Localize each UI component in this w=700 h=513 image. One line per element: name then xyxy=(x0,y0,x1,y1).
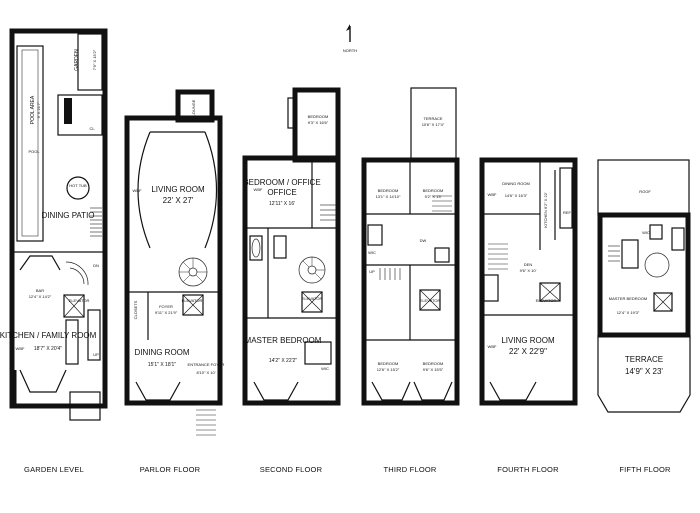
parlor-floor-plan: LOUNGE LIVING ROOM 22' X 27' FOYER 9'11"… xyxy=(124,89,225,436)
wic-label-third: WIC xyxy=(368,250,376,255)
svg-text:POOL AREA: POOL AREA xyxy=(30,95,36,124)
svg-text:GARDEN: GARDEN xyxy=(74,49,80,71)
garden-dim: 7'9" X 15'2" xyxy=(92,49,97,70)
caption-third: THIRD FLOOR xyxy=(383,465,436,474)
parlor-elevator-label: ELEVATOR xyxy=(182,298,203,303)
north-arrow-icon: NORTH xyxy=(343,24,357,53)
bedroom-dim: 9'3" X 16'6" xyxy=(308,120,329,125)
north-label: NORTH xyxy=(343,48,357,53)
lounge-label: LOUNGE xyxy=(191,99,196,116)
second-floor-plan: BEDROOM 9'3" X 16'6" BEDROOM / OFFICE OF… xyxy=(242,87,341,406)
caption-garden: GARDEN LEVEL xyxy=(24,465,84,474)
dining-room-4-dim: 14'6" X 16'3" xyxy=(505,193,528,198)
dining-patio-label: DINING PATIO xyxy=(41,211,94,220)
third-floor-plan: TERRACE 10'6" X 17'4" BEDROOM 13'1" X 14… xyxy=(361,87,460,406)
bedroom-d-dim: 9'6" X 15'5" xyxy=(423,367,444,372)
living-room-4-label: LIVING ROOM xyxy=(501,336,555,345)
pool-area-label: POOL AREA xyxy=(30,95,36,124)
bedroom-a-label: BEDROOM xyxy=(378,188,399,193)
terrace-dim: 10'6" X 17'4" xyxy=(422,122,445,127)
entrance-foyer-label: ENTRANCE FOYER xyxy=(188,362,225,367)
wic-label: WIC xyxy=(321,366,329,371)
den-label: DEN xyxy=(524,262,533,267)
fourth-elevator-label: ELEVATOR xyxy=(536,298,557,303)
caption-second: SECOND FLOOR xyxy=(260,465,323,474)
svg-text:7'9" X 15'2": 7'9" X 15'2" xyxy=(92,49,97,70)
living-room-4-dim: 22' X 22'9" xyxy=(509,347,547,356)
pool-label: POOL xyxy=(28,149,40,154)
svg-text:LOUNGE: LOUNGE xyxy=(191,99,196,116)
dining-room-dim: 15'1" X 18'1" xyxy=(148,362,176,368)
bedroom-office-label: BEDROOM / OFFICE xyxy=(243,178,320,187)
svg-text:6' X 21'7": 6' X 21'7" xyxy=(36,101,41,118)
bedroom-c-label: BEDROOM xyxy=(378,361,399,366)
kitchen-dim: 18'7" X 20'4" xyxy=(34,346,62,352)
svg-text:CLOSETS: CLOSETS xyxy=(133,300,138,319)
wbf-label-parlor: WBF xyxy=(133,188,142,193)
terrace-label: TERRACE xyxy=(423,116,442,121)
den-dim: 9'6" X 10' xyxy=(520,268,537,273)
bedroom-office-label-2: OFFICE xyxy=(267,188,296,197)
kitchen-4-dim: 6'2" X 22' xyxy=(543,192,548,209)
master-bedroom-dim: 14'2" X 22'2" xyxy=(269,358,297,364)
kitchen-4-label: KITCHEN xyxy=(543,210,548,228)
bedroom-b-dim: 9'2" X 13' xyxy=(425,194,442,199)
fifth-floor-plan: ROOF MASTER BEDROOM 12'4" X 19'3" TERRAC… xyxy=(597,159,691,413)
master-bedroom-5-label: MASTER BEDROOM xyxy=(609,296,647,301)
bar-label: BAR xyxy=(36,288,44,293)
cl-label: CL xyxy=(89,126,95,131)
kitchen-label: KITCHEN / FAMILY ROOM xyxy=(0,331,97,340)
bar-dim: 12'4" X 14'2" xyxy=(29,294,52,299)
bedroom-office-dim: 12'11" X 16' xyxy=(269,201,295,207)
living-room-label: LIVING ROOM xyxy=(151,185,205,194)
dining-room-label: DINING ROOM xyxy=(134,348,189,357)
closets-label: CLOSETS xyxy=(133,300,138,319)
third-elevator-label: ELEVATOR xyxy=(420,298,441,303)
roof-label: ROOF xyxy=(639,189,651,194)
bedroom-label: BEDROOM xyxy=(308,114,329,119)
bedroom-d-label: BEDROOM xyxy=(423,361,444,366)
terrace-5-label: TERRACE xyxy=(625,355,663,364)
fourth-floor-plan: DINING ROOM 14'6" X 16'3" KITCHEN 6'2" X… xyxy=(479,157,578,406)
ref-label: REF xyxy=(563,210,572,215)
hot-tub-label: HOT TUB xyxy=(69,183,87,188)
garden-elevator-label: ELEVATOR xyxy=(69,298,90,303)
foyer-label: FOYER xyxy=(159,304,173,309)
wbf-label-second: WBF xyxy=(254,187,263,192)
second-elevator-label: ELEVATOR xyxy=(302,296,323,301)
master-bedroom-label: MASTER BEDROOM xyxy=(245,336,322,345)
living-room-dim: 22' X 27' xyxy=(163,196,194,205)
wbf-label-fourth-2: WBF xyxy=(488,344,497,349)
wic-label-fifth: WIC xyxy=(642,230,650,235)
caption-parlor: PARLOR FLOOR xyxy=(140,465,201,474)
terrace-5-dim: 14'9" X 23' xyxy=(625,367,663,376)
dn-label: DN xyxy=(93,263,99,268)
dw-label: DW xyxy=(420,238,427,243)
foyer-dim: 9'11" X 21'9" xyxy=(155,310,178,315)
caption-fifth: FIFTH FLOOR xyxy=(619,465,671,474)
entrance-foyer-dim: 8'10" X 10' xyxy=(197,370,216,375)
bedroom-b-label: BEDROOM xyxy=(423,188,444,193)
bedroom-a-dim: 13'1" X 14'10" xyxy=(376,194,401,199)
dining-room-4-label: DINING ROOM xyxy=(502,181,530,186)
up-label-third: UP xyxy=(369,269,375,274)
svg-text:KITCHEN 6'2" X 22': KITCHEN 6'2" X 22' xyxy=(543,192,548,228)
pool-area-dim: 6' X 21'7" xyxy=(36,101,41,118)
master-bedroom-5-dim: 12'4" X 19'3" xyxy=(617,310,640,315)
garden-label: GARDEN xyxy=(74,49,80,71)
bedroom-c-dim: 12'6" X 15'2" xyxy=(377,367,400,372)
wbf-label-fourth: WBF xyxy=(488,192,497,197)
garden-level-plan: GARDEN 7'9" X 15'2" POOL AREA 6' X 21'7"… xyxy=(0,28,108,421)
wbf-label: WBF xyxy=(16,346,25,351)
caption-fourth: FOURTH FLOOR xyxy=(497,465,559,474)
up-label: UP xyxy=(93,352,99,357)
